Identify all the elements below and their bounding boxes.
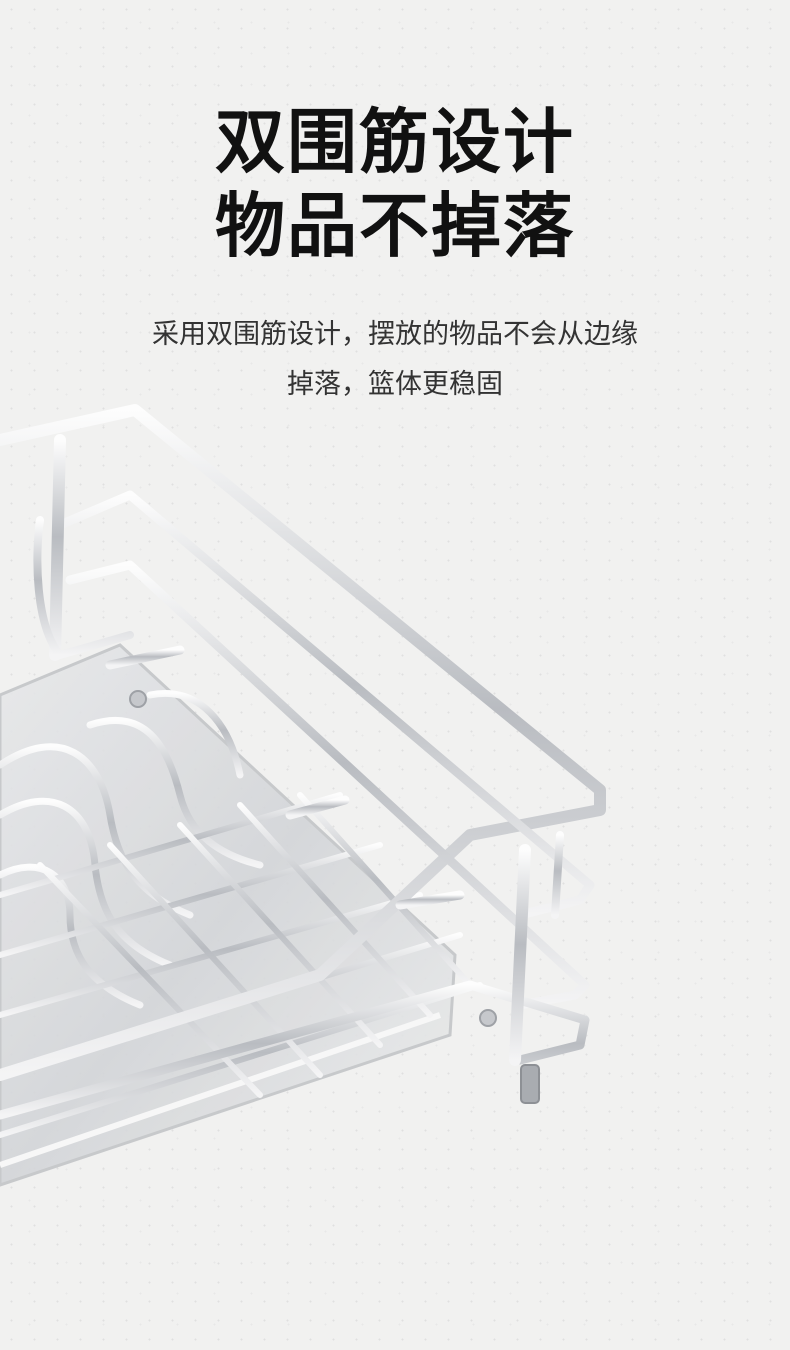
front-post xyxy=(509,844,531,1066)
outer-rim-lower xyxy=(65,560,590,1010)
description: 采用双围筋设计，摆放的物品不会从边缘 掉落，篮体更稳固 xyxy=(0,310,790,410)
headline: 双围筋设计 物品不掉落 xyxy=(0,100,790,268)
wire-basket-icon xyxy=(0,404,606,1187)
description-line-2: 掉落，篮体更稳固 xyxy=(287,369,503,400)
outer-rim-upper xyxy=(0,404,606,1081)
description-line-1: 采用双围筋设计，摆放的物品不会从边缘 xyxy=(152,319,638,350)
rear-post xyxy=(49,434,66,661)
outer-rim-middle xyxy=(55,490,595,920)
outer-rim-bottom xyxy=(0,980,590,1120)
headline-line-1: 双围筋设计 xyxy=(215,101,575,183)
headline-line-2: 物品不掉落 xyxy=(215,185,575,267)
foot-pin xyxy=(520,1064,540,1104)
